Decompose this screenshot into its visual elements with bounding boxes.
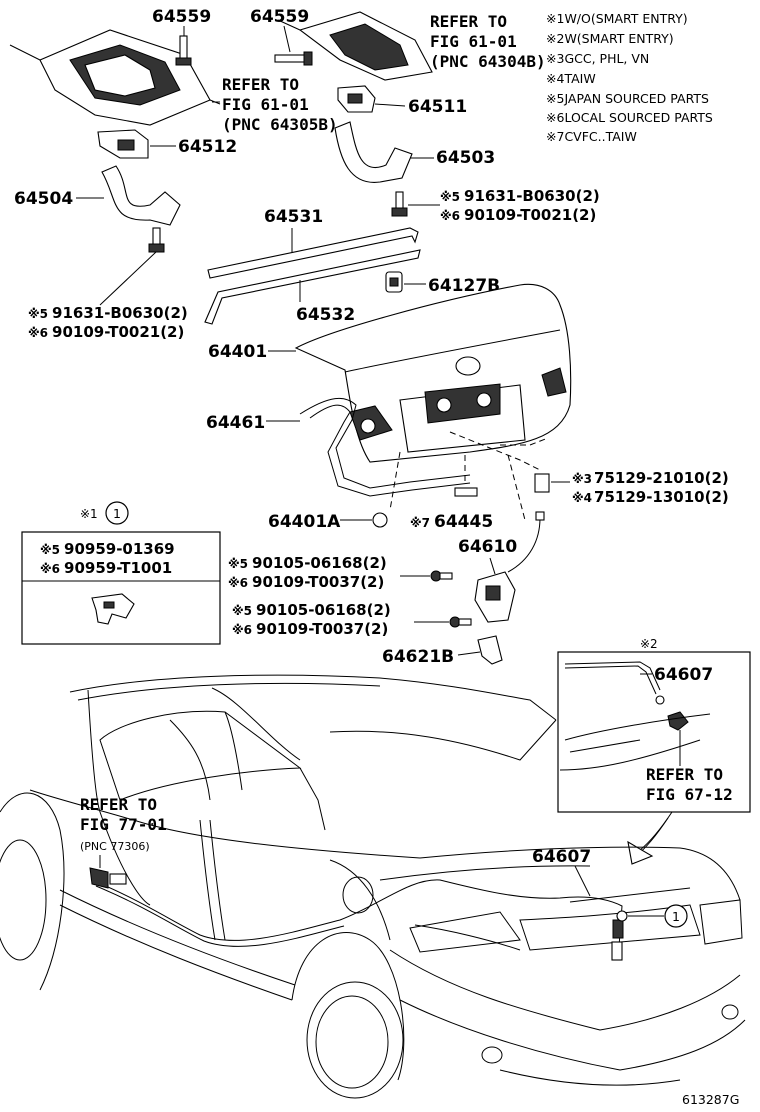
svg-text:REFER TO: REFER TO <box>222 75 299 94</box>
inset-box: 64607 REFER TO FIG 67-12 <box>557 651 751 813</box>
bolt-right-drawing <box>391 191 408 217</box>
hinge-arm-64504-drawing <box>101 165 181 226</box>
part-label-64461: 64461 <box>206 413 265 433</box>
part-label-64559-left: 64559 <box>152 7 211 27</box>
plug-drawing <box>534 473 550 493</box>
legend: ※1W/O(SMART ENTRY) ※2W(SMART ENTRY) ※3GC… <box>546 11 713 144</box>
svg-text:FIG 67-12: FIG 67-12 <box>646 785 733 804</box>
svg-text:FIG 61-01: FIG 61-01 <box>222 95 309 114</box>
svg-text:※5JAPAN SOURCED PARTS: ※5JAPAN SOURCED PARTS <box>546 91 709 106</box>
ref-fig-77-01: REFER TO FIG 77-01 (PNC 77306) <box>80 795 167 853</box>
svg-text:64607: 64607 <box>654 665 713 685</box>
svg-text:(PNC 64304B): (PNC 64304B) <box>430 52 546 71</box>
lock-bolt-b-drawing <box>449 616 472 628</box>
bolt-64559-right-drawing <box>274 51 313 66</box>
clamp-drawing <box>91 593 135 625</box>
figure-id: 613287G <box>682 1092 739 1107</box>
hinge-arm-64503-drawing <box>334 121 413 183</box>
dashed-guides <box>389 431 549 521</box>
svg-text:※6LOCAL SOURCED PARTS: ※6LOCAL SOURCED PARTS <box>546 110 713 125</box>
svg-text:※2W(SMART ENTRY): ※2W(SMART ENTRY) <box>546 31 674 46</box>
release-cable-64607-drawing <box>91 879 628 961</box>
part-label-64559-right: 64559 <box>250 7 309 27</box>
lock-64610-drawing <box>474 511 545 623</box>
svg-text:※3GCC, PHL, VN: ※3GCC, PHL, VN <box>546 51 649 66</box>
part-64445-drawing <box>454 487 478 497</box>
part-label-64610: 64610 <box>458 537 517 557</box>
svg-text:REFER TO: REFER TO <box>80 795 157 814</box>
weatherstrip-64461-drawing <box>299 397 471 497</box>
torsion-bar-64532-drawing <box>204 249 421 325</box>
sub-box-mark: ※1 <box>80 507 98 521</box>
svg-text:1: 1 <box>113 506 121 521</box>
ref-fig-61-01-b: REFER TO FIG 61-01 (PNC 64305B) <box>222 75 338 134</box>
part-label-64621b: 64621B <box>382 647 454 667</box>
cable-circle-ref: 1 <box>664 904 688 928</box>
hinge-panel-right-drawing <box>277 11 433 81</box>
part-label-64531: 64531 <box>264 207 323 227</box>
sub-box-circle-ref: 1 <box>105 501 129 525</box>
torsion-bar-64531-drawing <box>207 227 419 279</box>
bolt-left-drawing <box>148 227 165 253</box>
hinge-64512-drawing <box>97 129 149 159</box>
svg-text:(PNC 64305B): (PNC 64305B) <box>222 115 338 134</box>
svg-text:(PNC 77306): (PNC 77306) <box>80 840 150 853</box>
part-label-64401: 64401 <box>208 342 267 362</box>
cable-clamp-left-drawing <box>89 867 127 889</box>
lock-bolt-a-drawing <box>430 570 453 582</box>
svg-text:REFER TO: REFER TO <box>646 765 723 784</box>
part-label-64607-main: 64607 <box>532 847 591 867</box>
svg-text:1: 1 <box>672 909 680 924</box>
svg-text:※4TAIW: ※4TAIW <box>546 71 596 86</box>
svg-text:※7CVFC..TAIW: ※7CVFC..TAIW <box>546 129 637 144</box>
svg-text:REFER TO: REFER TO <box>430 12 507 31</box>
inset-mark: ※2 <box>640 637 658 651</box>
part-label-64512: 64512 <box>178 137 237 157</box>
part-label-64401a: 64401A <box>268 512 341 532</box>
hinge-64511-drawing <box>337 85 376 113</box>
striker-64621b-drawing <box>477 635 503 665</box>
ref-fig-61-01-a: REFER TO FIG 61-01 (PNC 64304B) <box>430 12 546 71</box>
part-label-64503: 64503 <box>436 148 495 168</box>
svg-text:FIG 77-01: FIG 77-01 <box>80 815 167 834</box>
trunk-lid-64401-drawing <box>294 283 572 463</box>
svg-text:※1W/O(SMART ENTRY): ※1W/O(SMART ENTRY) <box>546 11 688 26</box>
inset-arrow <box>627 811 673 865</box>
car-body-drawing <box>0 674 746 1099</box>
grommet-64401a-drawing <box>372 512 388 528</box>
part-label-64127b: 64127B <box>428 276 500 296</box>
svg-text:FIG 61-01: FIG 61-01 <box>430 32 517 51</box>
part-label-64504: 64504 <box>14 189 73 209</box>
bolt-64559-left-drawing <box>175 35 192 66</box>
part-label-64532: 64532 <box>296 305 355 325</box>
hinge-panel-left-drawing <box>9 29 221 126</box>
bumper-64127b-drawing <box>385 271 403 293</box>
part-label-64511: 64511 <box>408 97 467 117</box>
